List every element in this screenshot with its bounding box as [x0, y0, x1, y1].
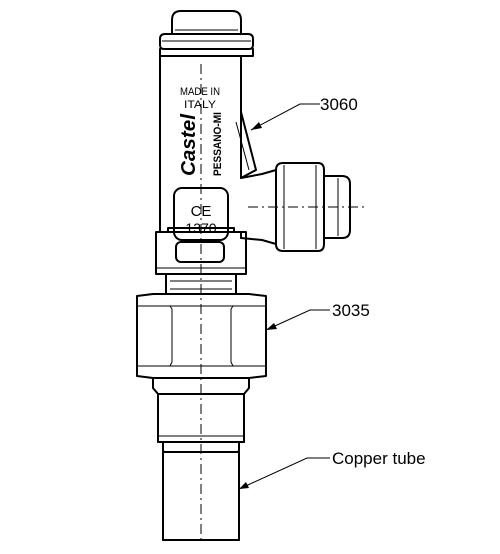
callout-3060: 3060: [250, 95, 358, 131]
center-lines: [200, 64, 366, 544]
ce-mark: CE: [191, 203, 212, 220]
place-text: PESSANO-MI: [212, 112, 224, 176]
body-markings: MADE IN ITALY Castel PESSANO-MI CE 1370: [178, 86, 224, 236]
made-in-text: MADE IN: [180, 86, 220, 98]
callout-3035: 3035: [265, 301, 370, 331]
valve-body: [159, 55, 257, 239]
country-text: ITALY: [184, 99, 217, 111]
brand-logo-text: Castel: [178, 114, 200, 176]
callout-3060-label: 3060: [320, 95, 358, 114]
notified-body-number: 1370: [185, 220, 216, 236]
valve-neck: [165, 273, 237, 295]
callout-copper-tube: Copper tube: [238, 449, 426, 490]
callout-copper-tube-label: Copper tube: [332, 449, 426, 468]
valve-cap: [159, 10, 254, 57]
callout-3035-label: 3035: [332, 301, 370, 320]
